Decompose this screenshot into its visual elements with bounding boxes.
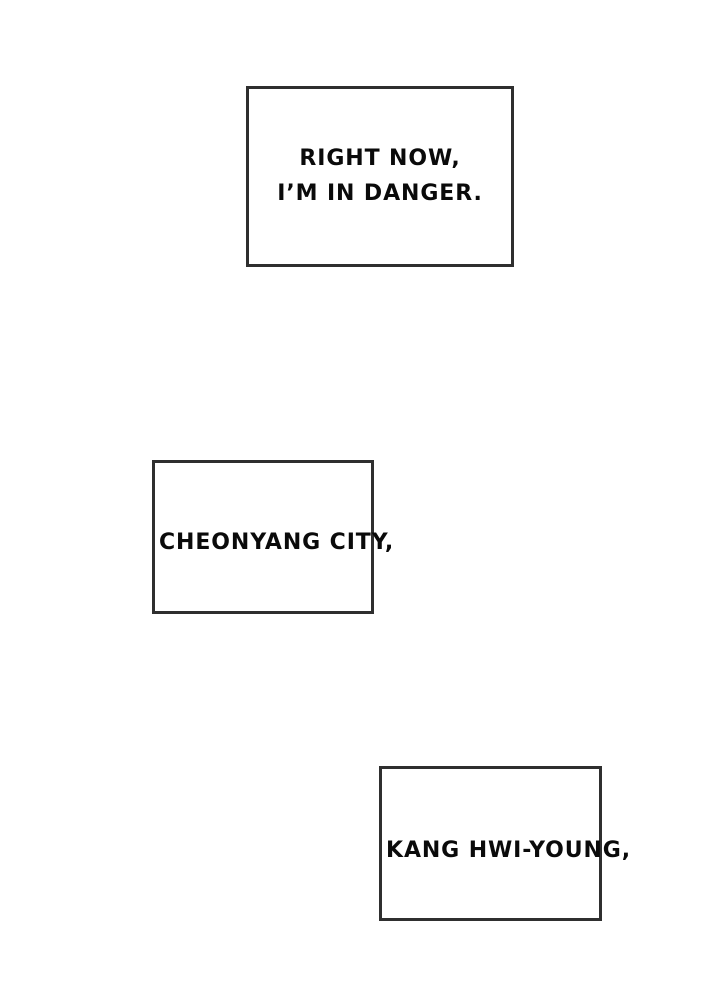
panel-2-caption: CHEONYANG CITY, bbox=[159, 525, 394, 560]
panel-1-caption: RIGHT NOW, I’M IN DANGER. bbox=[249, 141, 511, 211]
panel-3-caption-line-1: KANG HWI-YOUNG, bbox=[386, 838, 632, 863]
comic-panel-1: RIGHT NOW, I’M IN DANGER. bbox=[246, 86, 514, 267]
panel-1-caption-line-1: RIGHT NOW, bbox=[299, 146, 461, 171]
comic-panel-3: KANG HWI-YOUNG, bbox=[379, 766, 630, 921]
panel-2-caption-line-1: CHEONYANG CITY, bbox=[159, 530, 395, 555]
panel-3-caption: KANG HWI-YOUNG, bbox=[386, 833, 631, 868]
panel-1-caption-line-2: I’M IN DANGER. bbox=[277, 181, 483, 206]
comic-panel-2: CHEONYANG CITY, bbox=[152, 460, 393, 614]
